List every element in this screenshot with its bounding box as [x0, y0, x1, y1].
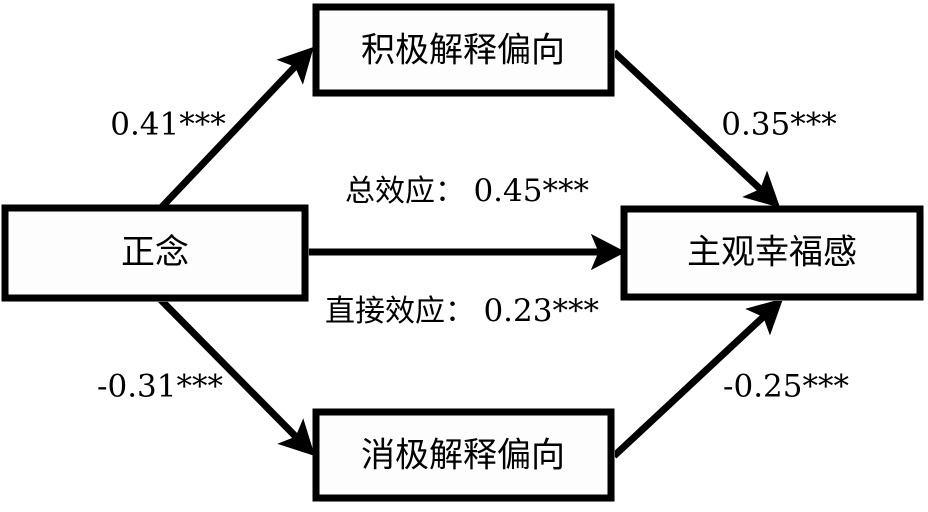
path-line-b2 — [611, 298, 784, 459]
coefficient-label-b1: 0.35*** — [721, 107, 837, 143]
total-effect-prefix: 总效应： — [345, 174, 465, 209]
node-outcome: 主观幸福感 — [620, 205, 924, 301]
node-predictor-box — [1, 204, 309, 302]
node-mediator-positive-label: 积极解释偏向 — [361, 31, 565, 71]
coefficient-label-b2: -0.25*** — [723, 369, 849, 405]
path-lines — [153, 46, 784, 459]
total-effect-label: 总效应： 0.45*** — [345, 173, 589, 209]
coefficient-label-a2: -0.31*** — [97, 369, 223, 405]
node-mediator-negative-box — [312, 408, 615, 502]
direct-effect-value: 0.23*** — [483, 293, 599, 329]
node-predictor: 正念 — [1, 204, 309, 302]
node-predictor-label: 正念 — [121, 233, 189, 273]
path-line-a2 — [153, 292, 315, 456]
total-effect-value: 0.45*** — [473, 173, 589, 209]
node-outcome-box — [620, 205, 924, 301]
direct-effect-label: 直接效应： 0.23*** — [325, 293, 599, 329]
node-mediator-positive: 积极解释偏向 — [312, 3, 615, 97]
node-outcome-label: 主观幸福感 — [687, 233, 857, 273]
node-mediator-positive-box — [312, 3, 615, 97]
path-line-b1 — [611, 49, 781, 208]
node-mediator-negative: 消极解释偏向 — [312, 408, 615, 502]
path-line-a1 — [155, 46, 314, 214]
node-mediator-negative-label: 消极解释偏向 — [361, 436, 565, 476]
direct-effect-prefix: 直接效应： — [325, 294, 475, 329]
coefficient-label-a1: 0.41*** — [110, 107, 226, 143]
